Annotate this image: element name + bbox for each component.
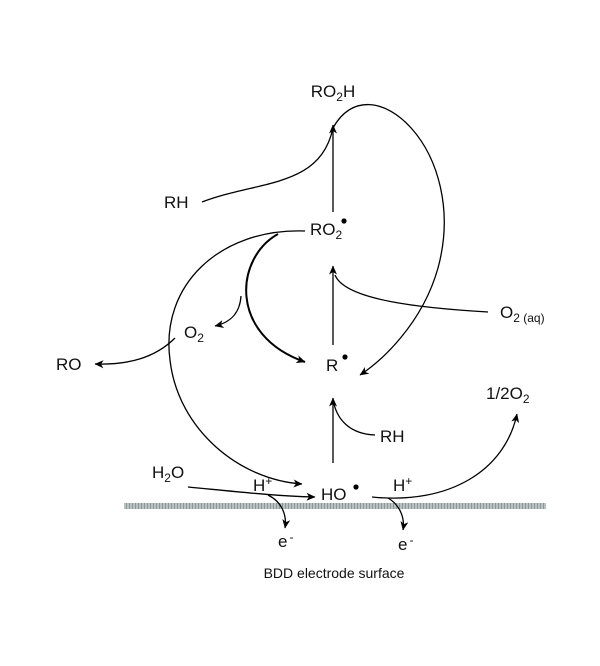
label-e-right: e- [398,533,413,554]
arrow-e-left [267,494,291,529]
arrow-e-right [387,497,409,531]
label-rh-bottom: RH [380,427,405,446]
label-ro: RO [56,355,82,374]
arrow-rh-bottom-join [333,403,376,436]
arrow-loop-to-r [332,104,445,376]
arrow-h2o-to-ho [187,486,316,501]
label-rh-top: RH [164,193,189,212]
arrow-rh-top-join [201,127,334,203]
label-h-plus-left: H+ [253,474,272,495]
label-half-o2: 1/2O2 [486,384,530,406]
label-ho-radical: HO [321,485,347,504]
radical-dot-ro2 [341,218,347,224]
label-r-radical: R [326,356,338,375]
label-h-plus-right: H+ [393,474,412,495]
arrow-ho-to-o2 [371,413,520,499]
arrow-ro2-to-ho [168,230,306,488]
electrode-surface [124,503,546,509]
radical-dot-r [342,354,348,360]
radical-dot-ho [353,484,359,490]
label-ro2h: RO2H [311,82,355,104]
label-ro2-radical: RO2 [310,220,343,242]
label-o2-mid: O2 [184,323,204,345]
label-h2o: H2O [152,463,184,485]
caption-bdd-electrode: BDD electrode surface [264,565,405,581]
label-e-left: e- [278,530,293,551]
arrow-ro2-to-r [245,233,306,363]
arrow-o2aq-join [334,274,489,313]
label-o2-aq: O2 (aq) [500,303,545,325]
arrow-ro-branch [94,337,176,369]
arrow-o2-branch [214,295,242,328]
